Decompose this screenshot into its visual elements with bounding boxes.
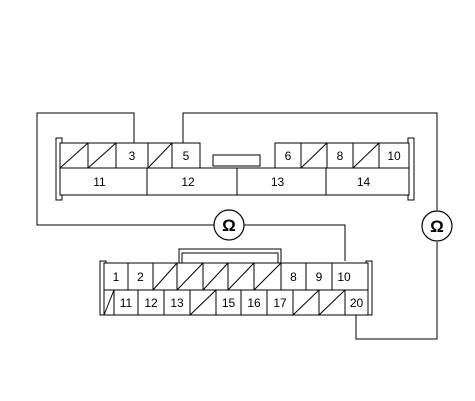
- wire-right-meter-to-lower-pin20: [355, 242, 438, 340]
- upper-top-pin-label: 5: [183, 149, 190, 163]
- upper-top-unused-cavity: [147, 142, 173, 169]
- lower-bottom-pin-label: 11: [120, 296, 133, 310]
- upper-bottom-pin-label: 14: [357, 175, 371, 189]
- lower-top-pin-label: 1: [113, 270, 120, 284]
- lower-connector-latch: [178, 248, 282, 263]
- upper-bottom-pin-label: 13: [271, 175, 285, 189]
- lower-bottom-unused-cavity: [189, 289, 217, 316]
- lower-bottom-unused-cavity: [292, 289, 320, 316]
- lower-top-unused-cavity: [152, 262, 178, 291]
- lower-top-unused-cavity: [176, 262, 204, 291]
- lower-top-row: [103, 262, 369, 291]
- upper-connector: 3 5 6 8 10 11 12 13 14: [55, 137, 415, 201]
- wires: [36, 112, 438, 340]
- lower-bottom-pin-label: 12: [144, 296, 158, 310]
- upper-top-unused-cavity: [87, 142, 117, 169]
- upper-bottom-pin-label: 12: [181, 175, 195, 189]
- upper-connector-latch: [212, 154, 261, 167]
- lower-bottom-unused-cavity: [103, 289, 115, 316]
- wire-left-meter-to-lower-pin10: [244, 224, 346, 261]
- lower-top-pin-label: 8: [290, 270, 297, 284]
- lower-top-cells: 1 2 8 9 10: [113, 262, 351, 291]
- lower-top-unused-cavity: [253, 262, 282, 291]
- lower-bottom-pin-label: 20: [350, 296, 364, 310]
- upper-top-pin-label: 3: [129, 149, 136, 163]
- upper-top-unused-cavity: [59, 142, 89, 169]
- upper-top-right-block: [274, 142, 410, 169]
- lower-bottom-pin-label: 17: [273, 296, 287, 310]
- upper-top-pin-label: 8: [337, 149, 344, 163]
- ohmmeter-left-circle: [213, 209, 245, 241]
- upper-top-cells: 3 5 6 8 10: [59, 142, 401, 169]
- wire-upper-pin5-to-right-meter: [182, 112, 438, 210]
- upper-top-unused-cavity: [300, 142, 328, 169]
- ohmmeter-right-symbol: Ω: [430, 217, 444, 236]
- lower-bottom-pin-label: 15: [222, 296, 236, 310]
- lower-top-pin-label: 2: [137, 270, 144, 284]
- lower-top-unused-cavity: [227, 262, 255, 291]
- upper-bottom-cells: 11 12 13 14: [93, 168, 370, 195]
- lower-bottom-unused-cavity: [318, 289, 346, 316]
- lower-bottom-pin-label: 16: [247, 296, 261, 310]
- lower-bottom-row: [103, 289, 369, 316]
- wire-upper-pin3-to-left-meter: [36, 112, 214, 226]
- ohmmeter-right-circle: [421, 210, 453, 242]
- ohmmeter-right: Ω: [421, 210, 453, 242]
- upper-bottom-pin-label: 11: [93, 175, 106, 189]
- upper-top-left-block: [59, 142, 201, 169]
- lower-top-pin-label: 9: [316, 270, 323, 284]
- upper-top-pin-label: 10: [387, 149, 401, 163]
- ohmmeter-left: Ω: [213, 209, 245, 241]
- lower-top-pin-label: 10: [337, 270, 351, 284]
- upper-bottom-row: [59, 167, 410, 196]
- lower-bottom-pin-label: 13: [170, 296, 184, 310]
- ohmmeter-left-symbol: Ω: [222, 216, 236, 235]
- lower-bottom-cells: 11 12 13 15 16 17 20: [103, 289, 364, 316]
- upper-top-pin-label: 6: [285, 149, 292, 163]
- upper-top-unused-cavity: [352, 142, 380, 169]
- lower-top-unused-cavity: [202, 262, 229, 291]
